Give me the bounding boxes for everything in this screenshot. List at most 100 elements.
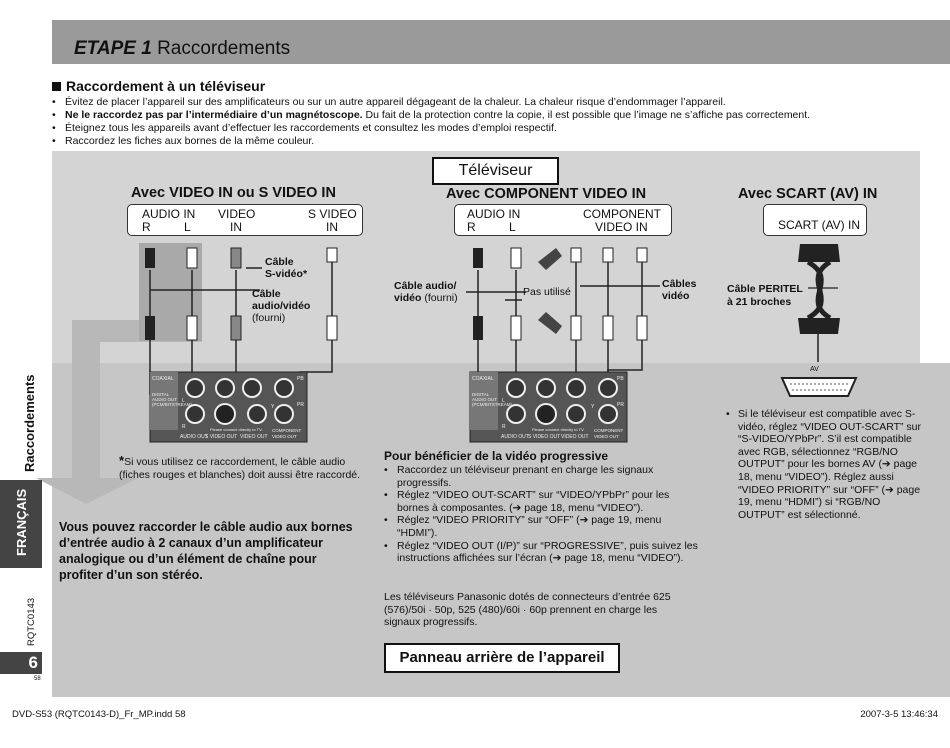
progressive-item: •Réglez “VIDEO PRIORITY” sur “OFF” (➔ pa… <box>384 514 702 539</box>
progressive-item-text: Réglez “VIDEO OUT-SCART” sur “VIDEO/YPbP… <box>397 489 670 514</box>
col1-plugs-top <box>145 247 338 341</box>
col2-rear-component: COMPONENT <box>594 428 624 433</box>
svideo-label: S VIDEO <box>308 207 357 221</box>
svideo-in-label: IN <box>326 220 338 234</box>
l-label: L <box>184 220 191 234</box>
col1-rear-audio-out: AUDIO OUT <box>180 434 208 440</box>
audio-in-label: AUDIO IN <box>467 207 521 221</box>
col1-rear-pr: PR <box>297 402 304 408</box>
video-in-label: IN <box>230 220 242 234</box>
coaxial-label: COAXIAL <box>152 376 174 382</box>
r-label: R <box>467 220 476 234</box>
section-title: Raccordement à un téléviseur <box>52 78 265 94</box>
footer-file: DVD-S53 (RQTC0143-D)_Fr_MP.indd 58 <box>12 709 186 720</box>
svideo-asterisk: * <box>302 268 308 280</box>
col1-rear-svideo-out: S VIDEO OUT <box>205 434 238 440</box>
progressive-item: •Raccordez un téléviseur prenant en char… <box>384 464 702 489</box>
col1-rear-coaxial: COAXIAL <box>152 376 178 382</box>
col2-rear-l: L <box>502 398 505 404</box>
col1-note: *Si vous utilisez ce raccordement, le câ… <box>119 453 369 481</box>
pcm-label: (PCM/BITSTREAM) <box>472 402 512 407</box>
progressive-item: •Réglez “VIDEO OUT (I/P)” sur “PROGRESSI… <box>384 540 702 565</box>
l-label: L <box>509 220 516 234</box>
col1-rear-component: COMPONENT <box>272 428 302 433</box>
progressive-item-text: Réglez “VIDEO OUT (I/P)” sur “PROGRESSIV… <box>397 539 698 565</box>
progressive-item-text: Raccordez un téléviseur prenant en charg… <box>397 464 654 489</box>
coaxial-label: COAXIAL <box>472 376 494 382</box>
col2-av-caption-2: vidéo (fourni) <box>394 292 458 304</box>
small-page-number: 58 <box>34 676 41 682</box>
sidebar-section-label: Raccordements <box>22 374 37 472</box>
scart-cable-caption-1: Câble PERITEL <box>727 283 803 295</box>
component-label: COMPONENT <box>583 207 661 221</box>
page-number-text: 6 <box>28 653 38 672</box>
note-asterisk: * <box>119 453 125 468</box>
av-cable-caption-1: Câble <box>252 288 281 300</box>
col3-tv-panel: SCART (AV) IN <box>763 204 867 236</box>
scart-label: SCART (AV) IN <box>778 218 861 232</box>
bullet-3: •Éteignez tous les appareils avant d’eff… <box>52 122 557 134</box>
col1-rear-please: Please connect directly to TV. <box>210 427 263 432</box>
col2-rear-coaxial: COAXIAL <box>472 376 498 382</box>
bullet-2-bold: Ne le raccordez pas par l’intermédiaire … <box>65 109 363 121</box>
col3-title: Avec SCART (AV) IN <box>738 186 878 202</box>
col1-rear-pb: PB <box>297 376 304 382</box>
bullet-2: •Ne le raccordez pas par l’intermédiaire… <box>52 109 811 121</box>
video-cables-caption-1: Câbles <box>662 278 697 290</box>
col2-rear-pb: PB <box>617 376 624 382</box>
col2-av-caption-1: Câble audio/ <box>394 280 457 292</box>
col2-rear-pr: PR <box>617 402 624 408</box>
section-title-text: Raccordement à un téléviseur <box>66 78 266 94</box>
col1-note-text: Si vous utilisez ce raccordement, le câb… <box>119 456 361 481</box>
footer-timestamp: 2007-3-5 13:46:34 <box>860 709 938 720</box>
col1-rear-panel <box>149 371 308 443</box>
col2-rear-svideo-out: S VIDEO OUT <box>528 434 561 440</box>
r-label: R <box>142 220 151 234</box>
bullet-2-text: Du fait de la protection contre la copie… <box>362 109 811 121</box>
col2-rear-r: R <box>502 424 506 430</box>
not-used-label: Pas utilisé <box>523 286 571 298</box>
col1-rear-r: R <box>182 424 186 430</box>
col2-rear-audio-out: AUDIO OUT <box>501 434 529 440</box>
svideo-cable-caption-2: S-vidéo* <box>265 268 307 280</box>
col3-note: •Si le téléviseur est compatible avec S-… <box>726 408 926 521</box>
language-tab <box>0 480 42 568</box>
product-code: RQTC0143 <box>26 597 37 646</box>
col2-av-caption-fourni: (fourni) <box>421 292 458 304</box>
col2-tv-panel: AUDIO IN R L COMPONENT VIDEO IN <box>454 204 672 236</box>
progressive-list: •Raccordez un téléviseur prenant en char… <box>384 464 702 565</box>
rear-panel-label-box: Panneau arrière de l’appareil <box>384 643 620 673</box>
col1-rear-component-video-out: VIDEO OUT <box>272 434 297 439</box>
video-cables-caption-2: vidéo <box>662 290 690 302</box>
av-cable-caption-2: audio/vidéo <box>252 300 311 312</box>
bullet-3-text: Éteignez tous les appareils avant d’effe… <box>65 122 557 134</box>
language-label: FRANÇAIS <box>14 488 29 556</box>
col1-tv-panel: AUDIO IN R L VIDEO IN S VIDEO IN <box>127 204 363 236</box>
svideo-cable-text: S-vidéo <box>265 268 303 280</box>
page-title: ETAPE 1 Raccordements <box>74 38 290 60</box>
av-cable-caption-3: (fourni) <box>252 312 286 324</box>
col3-scart-cable <box>780 244 858 397</box>
col2-rear-video-out: VIDEO OUT <box>561 434 589 440</box>
header-bar <box>52 20 950 64</box>
col2-av-caption-bold: vidéo <box>394 292 422 304</box>
component-video-in-label: VIDEO IN <box>595 220 648 234</box>
col2-rear-component-video-out: VIDEO OUT <box>594 434 619 439</box>
col1-title: Avec VIDEO IN ou S VIDEO IN <box>131 185 336 201</box>
bullet-4: •Raccordez les fiches aux bornes de la m… <box>52 135 315 147</box>
col2-rear-y: Y <box>591 404 595 410</box>
scart-cable-caption-2: à 21 broches <box>727 296 792 308</box>
pcm-label: (PCM/BITSTREAM) <box>152 402 192 407</box>
col1-rear-video-out: VIDEO OUT <box>240 434 268 440</box>
square-bullet-icon <box>52 82 61 91</box>
bullet-1-text: Évitez de placer l’appareil sur des ampl… <box>65 96 726 108</box>
col1-rear-l: L <box>182 398 185 404</box>
page-number: 6 <box>0 652 42 674</box>
digital-label: DIGITAL AUDIO OUT <box>472 392 497 402</box>
col2-rear-digital: DIGITAL AUDIO OUT (PCM/BITSTREAM) <box>472 392 512 407</box>
bullet-1: •Évitez de placer l’appareil sur des amp… <box>52 96 726 108</box>
col3-note-text: Si le téléviseur est compatible avec S-v… <box>738 408 922 521</box>
progressive-item-text: Réglez “VIDEO PRIORITY” sur “OFF” (➔ pag… <box>397 514 662 539</box>
col2-rear-please: Please connect directly to TV. <box>532 427 585 432</box>
